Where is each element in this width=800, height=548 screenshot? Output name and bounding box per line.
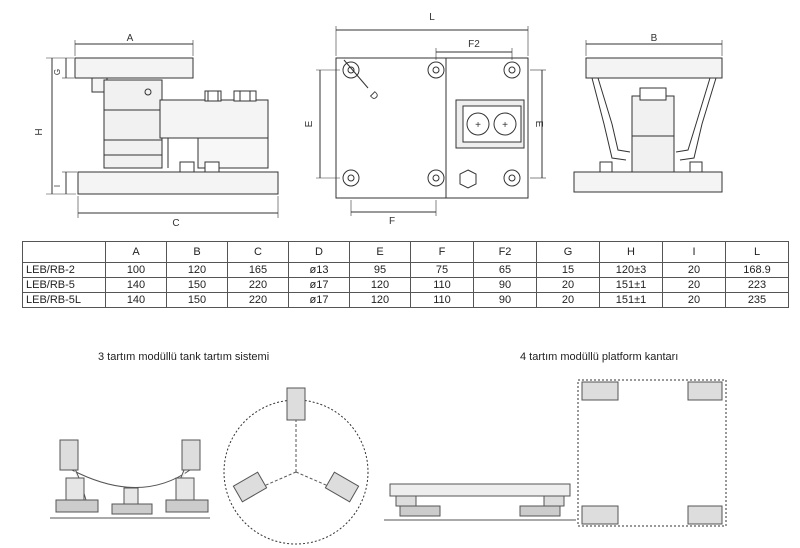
platform-scale-caption: 4 tartım modüllü platform kantarı [520,351,679,363]
dim-label-a: A [127,33,134,44]
tank-system-caption: 3 tartım modüllü tank tartım sistemi [98,351,270,363]
table-cell: 151±1 [599,292,663,308]
table-cell: 20 [662,292,726,308]
dim-label-f: F [389,216,395,227]
table-cell: LEB/RB-5L [22,292,106,308]
end-view-drawing [573,40,723,193]
table-cell: 150 [166,292,228,308]
table-cell: 140 [105,292,167,308]
tank-top-view-illustration [223,387,369,545]
svg-text:+: + [475,120,481,131]
side-view-drawing [46,40,279,218]
dim-label-c: C [172,218,179,229]
dim-label-i: I [53,185,62,187]
table-cell: 220 [227,292,289,308]
platform-top-illustration [577,379,727,527]
table-cell: 110 [410,277,474,293]
dim-label-e-right: E [533,121,544,128]
dim-label-f2: F2 [468,39,480,50]
spec-table: A B C D E F F2 G H I L LEB/RB-2 100 120 … [22,241,789,308]
table-cell: 90 [473,277,537,293]
table-cell: 20 [536,292,600,308]
top-view-drawing: + + [316,26,546,216]
table-cell: 168.9 [725,262,789,278]
table-header-row: A B C D E F F2 G H I L [22,241,789,263]
table-row: LEB/RB-2 100 120 165 ø13 95 75 65 15 120… [22,262,789,278]
table-cell: 120 [166,262,228,278]
dim-label-l: L [429,12,435,23]
table-cell: 110 [410,292,474,308]
table-cell: 20 [662,277,726,293]
table-row: LEB/RB-5L 140 150 220 ø17 120 110 90 20 … [22,292,789,308]
table-cell: 100 [105,262,167,278]
table-cell: 150 [166,277,228,293]
table-cell: ø17 [288,292,350,308]
tank-side-illustration [50,439,210,519]
dim-label-g: G [53,69,62,75]
platform-side-illustration [384,483,576,521]
table-cell: 120 [349,292,411,308]
svg-text:+: + [502,120,508,131]
dim-label-h: H [34,128,45,135]
table-cell: 235 [725,292,789,308]
dimension-drawings: + + [34,12,723,229]
dim-label-e-left: E [304,120,315,127]
dim-label-b: B [651,33,658,44]
